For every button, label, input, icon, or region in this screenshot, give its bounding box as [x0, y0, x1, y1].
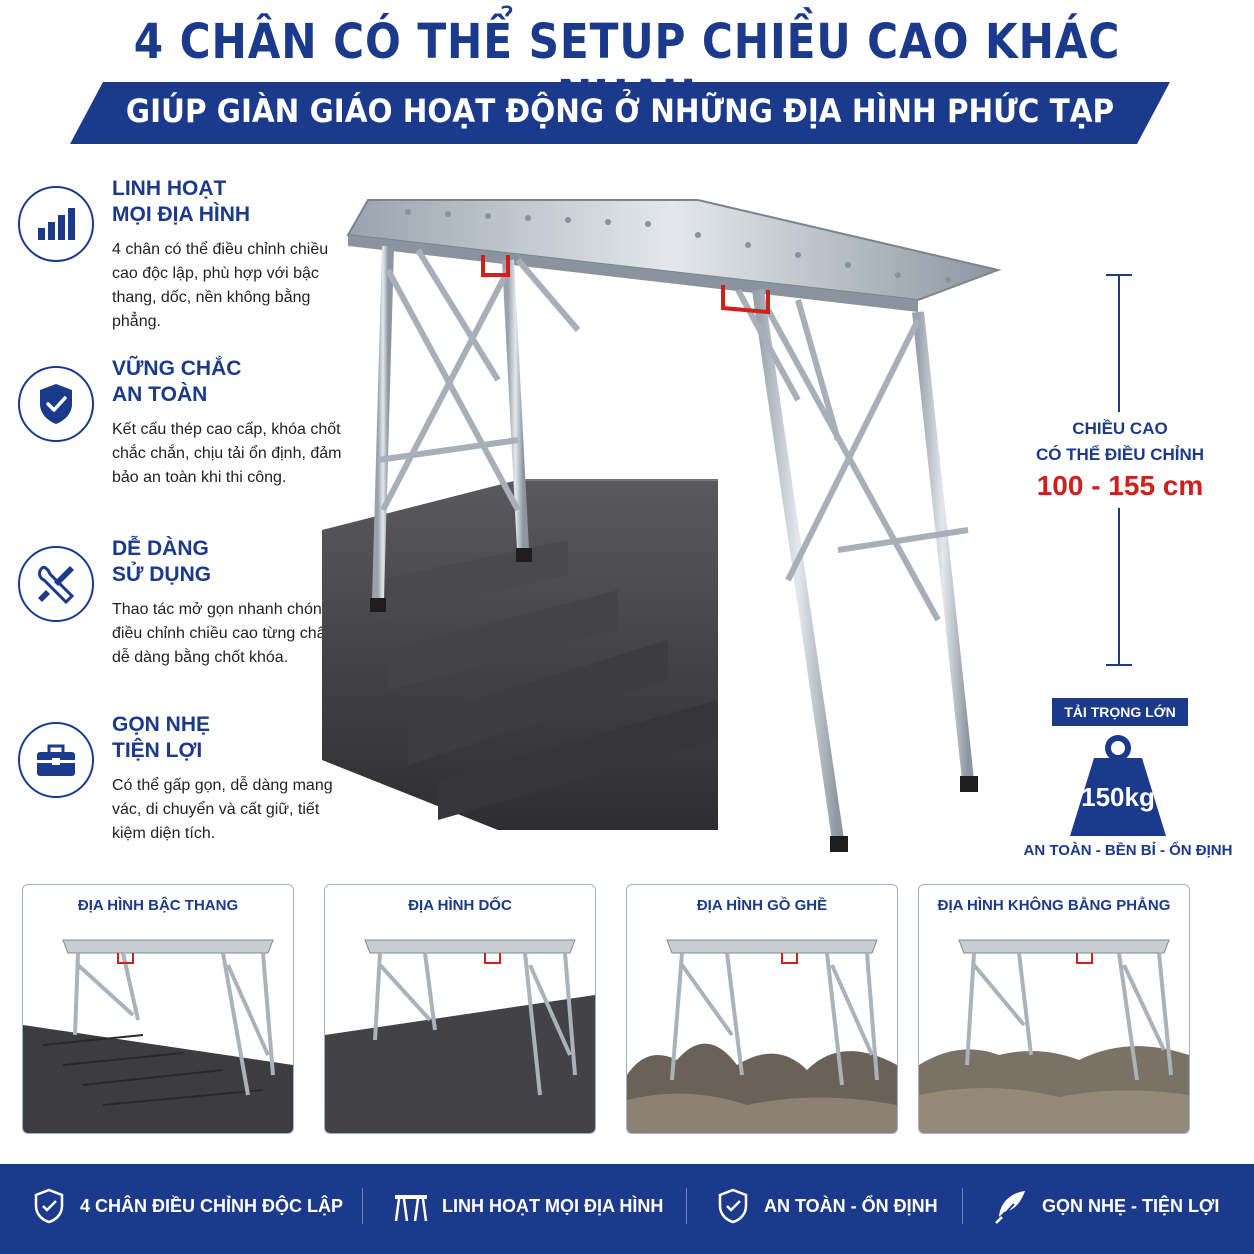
footer-item-lightweight: GỌN NHẸ - TIỆN LỢI [992, 1186, 1219, 1226]
footer-bar [0, 1164, 1254, 1254]
stairs-terrain-image [23, 939, 293, 1133]
scaffold-icon [394, 1195, 428, 1222]
terrain-label: ĐỊA HÌNH DỐC [408, 897, 512, 914]
shield-check-icon [18, 366, 94, 442]
weight-value: 150kg [1081, 782, 1155, 812]
bar-chart-icon [18, 186, 94, 262]
weight-icon [1070, 735, 1166, 836]
shield-check-icon [718, 1188, 748, 1224]
feature-description: Có thể gấp gọn, dễ dàng mang vác, di chu… [112, 777, 333, 842]
dimension-cap-top [1106, 274, 1132, 276]
footer-label: GỌN NHẸ - TIỆN LỢI [1042, 1195, 1220, 1216]
terrain-card-slope: ĐỊA HÌNH DỐC [324, 884, 596, 1134]
feature-description: 4 chân có thể điều chỉnh chiều cao độc l… [112, 241, 329, 330]
footer-item-safe-stable: AN TOÀN - ỔN ĐỊNH [714, 1186, 938, 1226]
footer-divider [686, 1188, 687, 1224]
slope-terrain-image [325, 939, 595, 1133]
uneven-terrain-image [919, 939, 1189, 1133]
terrain-card-stairs: ĐỊA HÌNH BẬC THANG [22, 884, 294, 1134]
footer-label: AN TOÀN - ỔN ĐỊNH [764, 1195, 938, 1216]
terrain-label: ĐỊA HÌNH KHÔNG BẰNG PHẲNG [937, 897, 1171, 914]
feature-description: Kết cấu thép cao cấp, khóa chốt chắc chắ… [112, 421, 342, 486]
terrain-label: ĐỊA HÌNH BẬC THANG [77, 897, 239, 914]
dimension-cap-bottom [1106, 664, 1132, 666]
terrain-card-uneven: ĐỊA HÌNH KHÔNG BẰNG PHẲNG [918, 884, 1190, 1134]
shield-check-icon [34, 1188, 64, 1224]
footer-label: LINH HOẠT MỌI ĐỊA HÌNH [442, 1195, 664, 1216]
footer-divider [362, 1188, 363, 1224]
page-subtitle: GIÚP GIÀN GIÁO HOẠT ĐỘNG Ở NHỮNG ĐỊA HÌN… [125, 92, 1115, 130]
load-tag: TẢI TRỌNG LỚN [1052, 698, 1188, 726]
terrain-label: ĐỊA HÌNH GỒ GHỀ [696, 897, 828, 914]
rocks-terrain-image [627, 939, 897, 1133]
footer-item-independent-legs: 4 CHÂN ĐIỀU CHỈNH ĐỘC LẬP [30, 1186, 343, 1226]
toolbox-icon [18, 722, 94, 798]
feather-icon [995, 1191, 1025, 1224]
wrench-screwdriver-icon [18, 546, 94, 622]
height-label-line2: CÓ THỂ ĐIỀU CHỈNH [1035, 445, 1205, 464]
height-callout: CHIỀU CAO CÓ THỂ ĐIỀU CHỈNH 100 - 155 cm [1020, 412, 1220, 508]
height-label-line1: CHIỀU CAO [1072, 419, 1168, 438]
terrain-card-rocks: ĐỊA HÌNH GỒ GHỀ [626, 884, 898, 1134]
footer-label: 4 CHÂN ĐIỀU CHỈNH ĐỘC LẬP [80, 1195, 344, 1216]
height-value: 100 - 155 cm [1036, 470, 1204, 501]
load-subtitle: AN TOÀN - BỀN BỈ - ỔN ĐỊNH [1023, 842, 1233, 859]
scaffold-product-image [322, 199, 1002, 852]
feature-description: Thao tác mở gọn nhanh chóng, điều chỉnh … [112, 601, 336, 666]
footer-item-all-terrain: LINH HOẠT MỌI ĐỊA HÌNH [392, 1186, 663, 1226]
footer-divider [962, 1188, 963, 1224]
subtitle-banner [70, 82, 1170, 144]
